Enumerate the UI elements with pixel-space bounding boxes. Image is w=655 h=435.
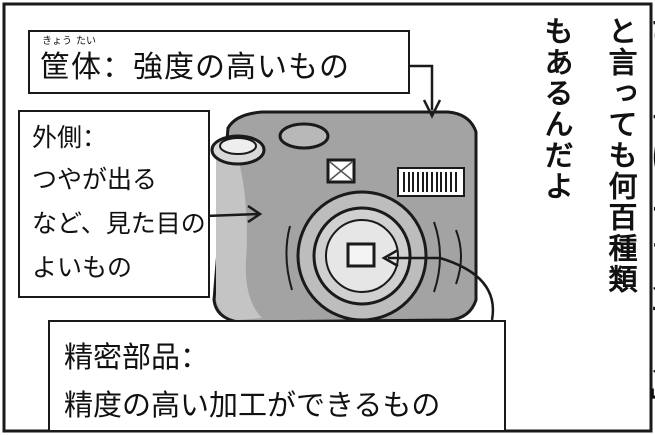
- exterior-arrow: [205, 212, 259, 218]
- exterior-line-2: つやが出る: [32, 165, 158, 194]
- ruby-kyou: きょう: [42, 36, 72, 47]
- narration-line-2: もあるんだよ: [540, 16, 574, 202]
- housing-caption: きょう たい 筐体：強度の高いもの: [28, 30, 410, 94]
- exterior-caption: 外側： つやが出る など、見た目の よいもの: [18, 110, 210, 298]
- barcode-stripes: [403, 172, 457, 192]
- precision-line-2: 精度の高い加工ができるもの: [64, 388, 441, 422]
- housing-arrow: [406, 64, 434, 110]
- exterior-line-4: よいもの: [32, 253, 133, 282]
- camera-illustration: [210, 110, 478, 324]
- ruby-tai: たい: [76, 36, 96, 47]
- precision-caption: 精密部品： 精度の高い加工ができるもの: [48, 320, 506, 432]
- precision-line-1: 精密部品：: [64, 340, 210, 374]
- exterior-line-3: など、見た目の: [32, 209, 206, 238]
- exterior-line-1: 外側：: [32, 123, 108, 152]
- narration-line-1: ひとくちに「プラスチック」と言っても何百種類: [604, 16, 655, 419]
- housing-text: 筐体：強度の高いもの: [40, 50, 350, 85]
- camera-highlight: [216, 150, 262, 320]
- flash-window: [278, 122, 330, 150]
- precision-arrow: [388, 256, 495, 321]
- lens-center: [346, 242, 376, 268]
